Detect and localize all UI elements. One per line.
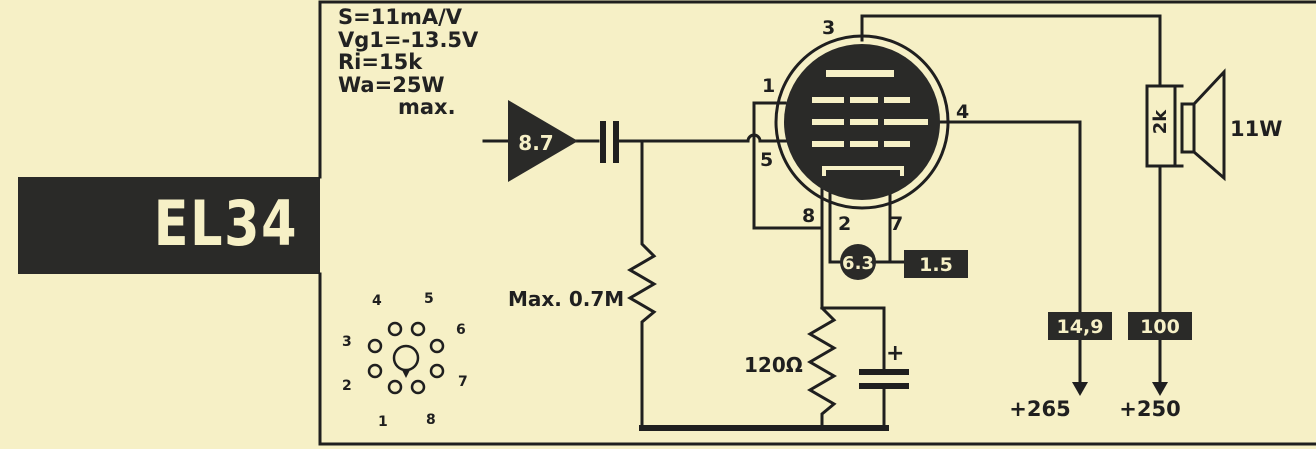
grid-wire (618, 133, 792, 143)
g3-segment (812, 141, 844, 147)
g3-link-wire (752, 139, 824, 230)
plate-supply-arrow (1152, 382, 1168, 396)
spec-grid-bias: Vg1=-13.5V (338, 27, 479, 52)
g1-segment (850, 119, 878, 125)
pin-label-g1: 5 (760, 149, 773, 171)
tube-envelope-outer (774, 34, 950, 210)
socket-center-hole (392, 344, 420, 372)
plate-supply-voltage: +250 (1119, 397, 1180, 421)
cathode-cap-polarity: + (886, 341, 904, 366)
g2-segment (884, 97, 910, 103)
speaker-power: 11W (1230, 117, 1282, 141)
pin-label-g2b: 4 (956, 101, 969, 123)
screen-supply-voltage: +265 (1009, 397, 1070, 421)
grid-resistor-label: Max. 0.7M (508, 287, 624, 311)
socket-pin-label: 8 (426, 412, 436, 428)
cathode-electrode (822, 166, 904, 176)
g1-segment (812, 119, 844, 125)
socket-pin-label: 4 (372, 293, 382, 309)
cathode-resistor-label: 120Ω (744, 353, 803, 377)
cathode-cap-wire (820, 306, 886, 374)
socket-pin-hole (387, 379, 403, 395)
socket-key (402, 370, 410, 378)
screen-current-badge (1048, 312, 1112, 340)
socket-pin-label: 7 (458, 374, 468, 390)
socket-pin-label: 2 (342, 378, 352, 394)
g2-segment (850, 97, 878, 103)
input-amplifier-value: 8.7 (518, 131, 553, 155)
heater-wire-b (872, 226, 892, 264)
socket-pin-label: 1 (378, 414, 388, 430)
heater-voltage: 6.3 (842, 253, 874, 274)
spec-max-note: max. (398, 95, 456, 119)
socket-pin-hole (429, 363, 445, 379)
pin-label-cathode: 8 (802, 205, 815, 227)
g1-segment (884, 119, 928, 125)
spec-anode-dissipation: Wa=25W (338, 72, 445, 97)
frame-border (318, 0, 1316, 446)
socket-pin-hole (410, 379, 426, 395)
socket-pin-hole (410, 321, 426, 337)
screen-current: 14,9 (1057, 316, 1104, 338)
screen-supply-arrow (1072, 382, 1088, 396)
socket-pin-label: 3 (342, 334, 352, 350)
spec-list: S=11mA/V Vg1=-13.5V Ri=15k Wa=25W max. (338, 6, 478, 119)
g2-internal-wire (752, 101, 787, 143)
load-resistor-value: 2k (1150, 109, 1171, 135)
spec-transconductance: S=11mA/V (338, 5, 463, 29)
tube-name-band: EL34 (18, 177, 320, 274)
cathode-resistor (807, 305, 837, 430)
octal-socket: 1 2 3 4 5 6 7 8 (342, 291, 468, 430)
heater-wire-a (828, 234, 844, 264)
input-amplifier (508, 100, 578, 182)
g3-segment (884, 141, 910, 147)
g2-segment (812, 97, 844, 103)
anode-electrode (826, 70, 894, 77)
speaker-magnet (1180, 102, 1196, 154)
pin-label-anode: 3 (822, 17, 835, 39)
heater-current: 1.5 (919, 254, 953, 276)
socket-pin-label: 5 (424, 291, 434, 307)
speaker-cone (1191, 68, 1226, 182)
screen-supply-wire (928, 120, 1082, 314)
spec-internal-resistance: Ri=15k (338, 50, 423, 74)
socket-pin-hole (367, 338, 383, 354)
pin-label-heater-a: 2 (838, 213, 851, 235)
pin-label-heater-b: 7 (890, 213, 903, 235)
heater-current-badge (904, 250, 968, 278)
g3-segment (850, 141, 878, 147)
socket-pin-hole (367, 363, 383, 379)
grid-resistor-wire (627, 139, 657, 428)
plate-current-badge (1128, 312, 1192, 340)
socket-pin-hole (429, 338, 445, 354)
heater-voltage-badge (840, 244, 876, 280)
pin-label-g2a: 1 (762, 75, 775, 97)
tube-name: EL34 (153, 187, 298, 260)
plate-current: 100 (1140, 316, 1180, 338)
socket-pin-hole (387, 321, 403, 337)
socket-pin-label: 6 (456, 322, 466, 338)
anode-wire (860, 14, 1162, 88)
